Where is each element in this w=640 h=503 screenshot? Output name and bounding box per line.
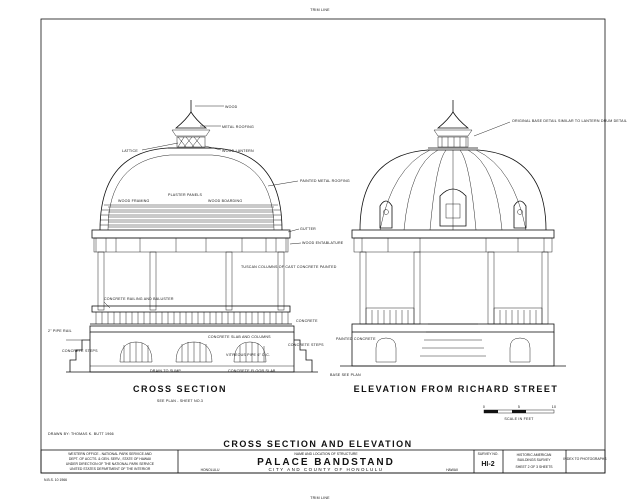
- trim-line-bottom: TRIM LINE: [310, 496, 330, 500]
- label-plaster-panels: PLASTER PANELS: [168, 193, 202, 197]
- label-concrete-railing: CONCRETE RAILING AND BALUSTER: [104, 297, 174, 301]
- structure-name: PALACE BANDSTAND: [257, 457, 395, 468]
- office-line-1: WESTERN OFFICE - NATIONAL PARK SERVICE A…: [68, 452, 152, 456]
- label-base-see-plan: BASE SEE PLAN: [330, 373, 361, 377]
- label-concrete: CONCRETE: [296, 319, 318, 323]
- label-tuscan-columns: TUSCAN COLUMNS OF CAST CONCRETE PAINTED: [241, 265, 337, 269]
- structure-city: CITY AND COUNTY OF HONOLULU: [268, 467, 383, 472]
- trim-line-top: TRIM LINE: [310, 8, 330, 12]
- scale-tick-0: 0: [483, 405, 485, 409]
- label-pipe-rail: 2" PIPE RAIL: [48, 329, 72, 333]
- office-line-2: DEPT. OF ACCTS. & GEN. SERV., STATE OF H…: [69, 457, 151, 461]
- title-block: [40, 449, 606, 474]
- sheet-index: INDEX TO PHOTOGRAPHS: [563, 457, 607, 461]
- habs-line-2: BUILDINGS SURVEY: [517, 458, 551, 462]
- label-vitreous-pipe: VITREOUS PIPE 6" D.C.: [226, 353, 270, 357]
- corner-note: N.B.S. 10 1966: [44, 478, 67, 482]
- scale-bar: 0 5 10 SCALE IN FEET: [483, 405, 556, 421]
- survey-label: SURVEY NO.: [478, 452, 499, 456]
- drawing-title: CROSS SECTION AND ELEVATION: [223, 439, 412, 449]
- office-line-4: UNITED STATES DEPARTMENT OF THE INTERIOR: [70, 467, 151, 471]
- cross-section-subtitle: SEE PLAN - SHEET NO.3: [157, 399, 203, 403]
- drawn-by: DRAWN BY: THOMAS K. BUTT 1966: [48, 432, 114, 436]
- office-line-3: UNDER DIRECTION OF THE NATIONAL PARK SER…: [66, 462, 155, 466]
- label-original-base: ORIGINAL BASE DETAIL SIMILAR TO LANTERN …: [512, 119, 627, 123]
- name-label: NAME AND LOCATION OF STRUCTURE: [294, 452, 358, 456]
- label-painted-metal-roofing: PAINTED METAL ROOFING: [300, 179, 350, 183]
- sheet-border: [40, 18, 606, 474]
- label-wood-entablature: WOOD ENTABLATURE: [302, 241, 344, 245]
- label-lattice: LATTICE: [122, 149, 138, 153]
- cross-section-drawing: [66, 100, 318, 373]
- cross-section-title: CROSS SECTION: [133, 384, 227, 394]
- label-drain: DRAIN TO SUMP: [150, 369, 181, 373]
- sheet-of: SHEET 2 OF 3 SHEETS: [515, 465, 553, 469]
- elevation-drawing: [340, 100, 566, 367]
- location-right: HAWAII: [446, 468, 458, 472]
- label-wood-boarding: WOOD BOARDING: [208, 199, 242, 203]
- label-metal-roofing: METAL ROOFING: [222, 125, 254, 129]
- elevation-title: ELEVATION FROM RICHARD STREET: [354, 384, 559, 394]
- label-gutter: GUTTER: [300, 227, 316, 231]
- location-left: HONOLULU: [201, 468, 220, 472]
- label-wood-lantern: WOOD LANTERN: [222, 149, 254, 153]
- scale-caption: SCALE IN FEET: [504, 417, 534, 421]
- label-wood: WOOD: [225, 105, 238, 109]
- label-concrete-slab: CONCRETE SLAB AND COLUMNS: [208, 335, 271, 339]
- label-concrete-steps-right: CONCRETE STEPS: [288, 343, 324, 347]
- survey-number: HI-2: [481, 461, 494, 468]
- label-concrete-floor-slab: CONCRETE FLOOR SLAB: [228, 369, 276, 373]
- scale-tick-10: 10: [552, 405, 556, 409]
- habs-line-1: HISTORIC AMERICAN: [517, 453, 552, 457]
- scale-tick-5: 5: [518, 405, 520, 409]
- label-painted-concrete: PAINTED CONCRETE: [336, 337, 376, 341]
- label-wood-framing: WOOD FRAMING: [118, 199, 150, 203]
- label-concrete-steps-left: CONCRETE STEPS: [62, 349, 98, 353]
